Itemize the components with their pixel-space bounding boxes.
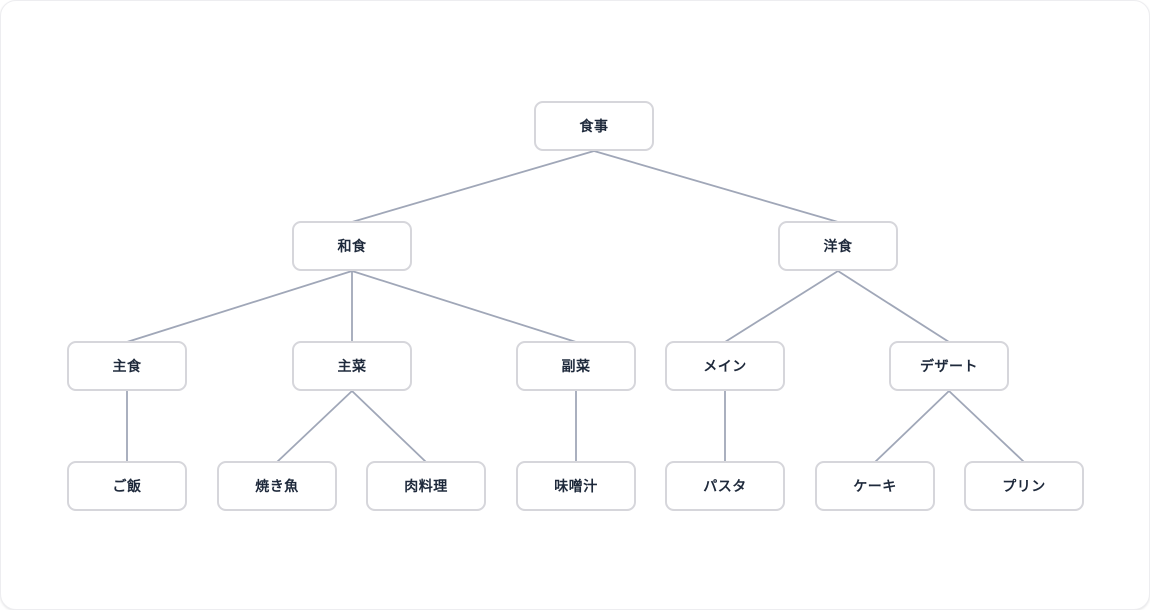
node-grilled-fish: 焼き魚: [217, 461, 337, 511]
node-rice: ご飯: [67, 461, 187, 511]
node-meat-dish: 肉料理: [366, 461, 486, 511]
node-yoshoku: 洋食: [778, 221, 898, 271]
edge-washoku-staple: [126, 270, 353, 343]
node-pasta: パスタ: [665, 461, 785, 511]
node-cake: ケーキ: [815, 461, 935, 511]
node-dessert: デザート: [889, 341, 1009, 391]
edge-dessert-pudding: [948, 390, 1025, 463]
node-miso-soup: 味噌汁: [516, 461, 636, 511]
edge-dessert-cake: [874, 390, 950, 463]
edge-meal-washoku: [351, 150, 595, 223]
node-meal: 食事: [534, 101, 654, 151]
node-staple: 主食: [67, 341, 187, 391]
edge-main-dish-meat-dish: [351, 390, 427, 463]
edge-yoshoku-dessert: [837, 270, 950, 343]
node-washoku: 和食: [292, 221, 412, 271]
node-main-dish: 主菜: [292, 341, 412, 391]
node-side-dish: 副菜: [516, 341, 636, 391]
edge-washoku-side-dish: [351, 270, 577, 343]
edge-yoshoku-main: [724, 270, 839, 343]
edge-meal-yoshoku: [593, 150, 839, 223]
node-pudding: プリン: [964, 461, 1084, 511]
edge-main-dish-grilled-fish: [276, 390, 353, 463]
node-main: メイン: [665, 341, 785, 391]
